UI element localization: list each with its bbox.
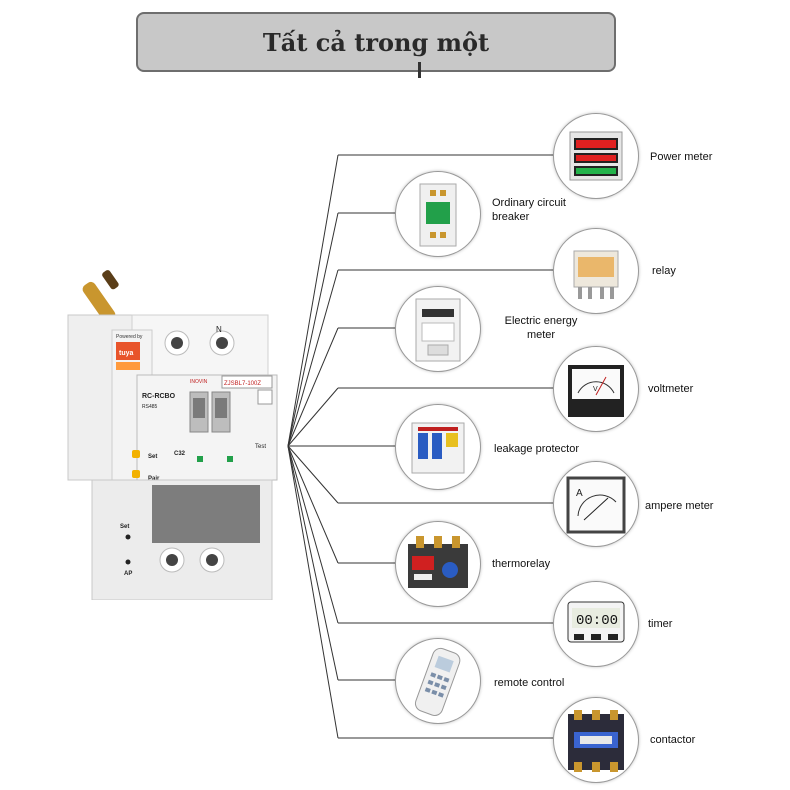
device-label-thermorelay: thermorelay [492,558,551,570]
svg-text:tuya: tuya [119,350,134,357]
svg-text:AP: AP [124,571,132,577]
leakage-protector-icon [395,404,481,490]
smart-breaker-image: N Powered by tuya RC-RCBO RS485 INOVIN Z… [67,270,278,600]
svg-text:RS485: RS485 [142,404,158,410]
device-label-relay: relay [652,265,676,277]
voltmeter-icon: V [553,346,639,432]
title-banner: Tất cả trong một [136,12,616,72]
device-label-voltmeter: voltmeter [648,383,694,395]
svg-text:Set: Set [120,524,129,530]
device-label-contactor: contactor [650,734,696,746]
svg-text:Set: Set [148,454,157,460]
svg-text:RC-RCBO: RC-RCBO [142,393,176,400]
svg-text:INOVIN: INOVIN [190,379,208,385]
device-label-remote-control: remote control [494,677,565,689]
remote-control-icon [395,638,481,724]
device-label-leakage-protector: leakage protector [494,443,579,455]
title-connector [418,62,421,78]
ampere-meter-icon: A [553,461,639,547]
energy-meter-icon [395,286,481,372]
page-title: Tất cả trong một [262,27,490,57]
svg-text:Test: Test [255,444,266,450]
circuit-breaker-icon [395,171,481,257]
svg-text:V: V [593,386,598,393]
device-label-ampere-meter: ampere meter [645,500,714,512]
power-meter-icon [553,113,639,199]
svg-text:Pair: Pair [148,476,160,482]
device-label-energy-meter: Electric energy meter [504,315,578,341]
contactor-icon [553,697,639,783]
thermorelay-icon [395,521,481,607]
svg-text:A: A [576,488,583,499]
svg-text:Powered by: Powered by [116,334,143,340]
svg-text:N: N [216,325,222,334]
relay-icon [553,228,639,314]
svg-text:00:00: 00:00 [576,613,618,629]
device-label-power-meter: Power meter [650,151,713,163]
device-label-timer: timer [648,618,673,630]
device-label-circuit-breaker: Ordinary circuit breaker [492,197,566,223]
svg-text:ZJSBL7-100Z: ZJSBL7-100Z [224,381,261,387]
svg-text:C32: C32 [174,451,186,457]
timer-icon: 00:00 [553,581,639,667]
